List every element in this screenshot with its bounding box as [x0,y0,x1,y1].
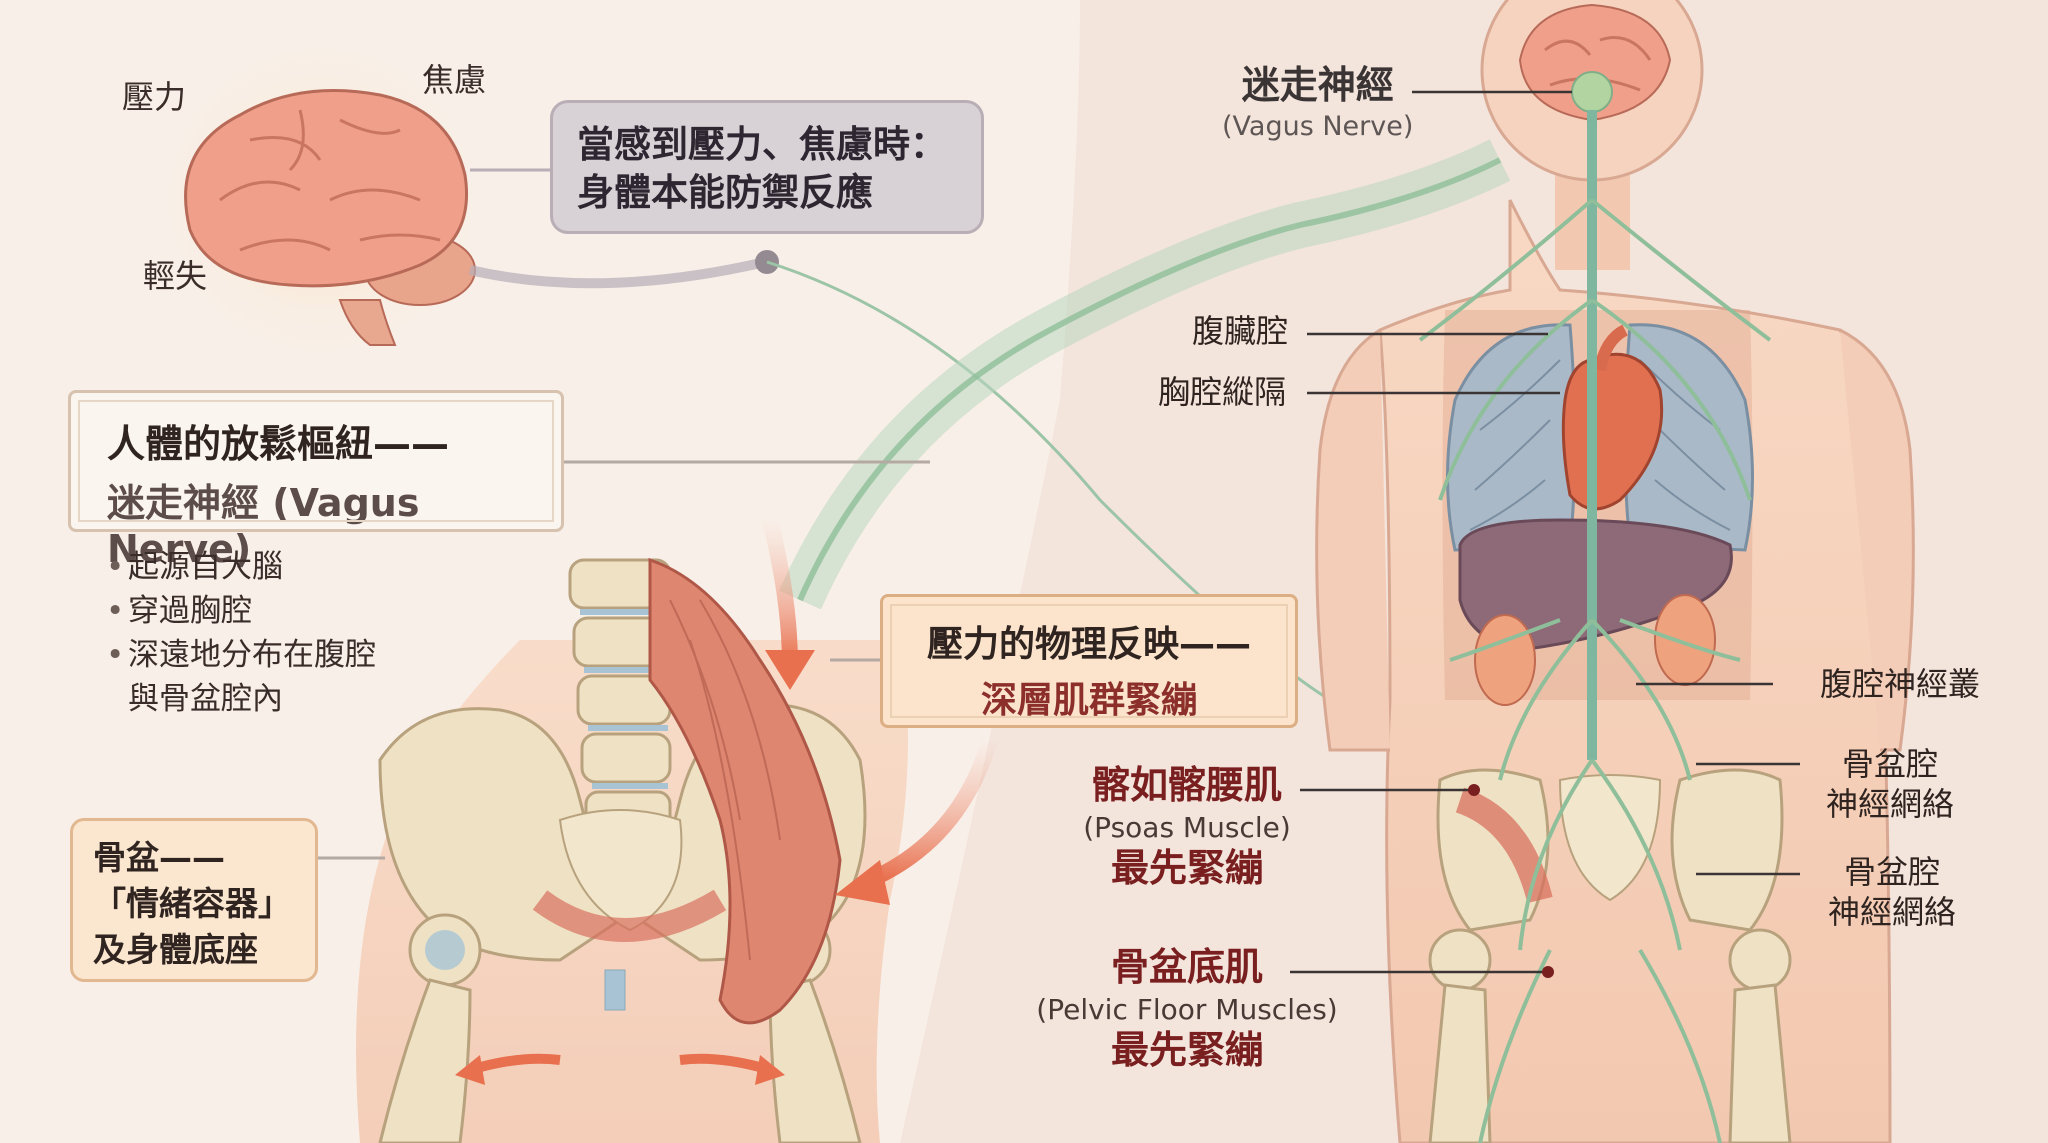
pelvic-plexus-1-line1: 骨盆腔 [1842,745,1939,783]
pelvic-plexus-1-line2: 神經網絡 [1826,785,1955,823]
brain-icon [184,89,476,346]
stress-word-anxiety: 焦慮 [422,61,487,99]
vagus-bullet: 深遠地分布在腹腔 [106,633,376,677]
psoas-dot [1468,784,1480,796]
nerve-from-brain [468,257,767,289]
physical-reflection-box: 壓力的物理反映—— 深層肌群緊繃 [880,594,1298,728]
spine-icon [568,558,672,834]
mediastinum-label: 胸腔縱隔 [1158,373,1287,411]
pelvic-floor-name: 骨盆底肌 [1110,945,1263,989]
abdominal-cavity-label: 腹臟腔 [1192,312,1289,350]
stress-response-line2: 身體本能防禦反應 [577,171,873,215]
stress-response-line1: 當感到壓力、焦慮時： [577,123,947,166]
psoas-label: 髂如髂腰肌 (Psoas Muscle) 最先緊繃 [1052,762,1322,892]
vagus-nerve-label: 迷走神經 (Vagus Nerve) [1222,62,1413,143]
pelvis-line1: 骨盆—— [93,838,225,877]
stress-word-imbalance: 輕失 [143,257,208,295]
vagus-bullet: 穿過胸腔 [106,589,376,633]
pelvic-plexus-label-1: 骨盆腔 神經網絡 [1826,744,1954,824]
vagus-nerve-title: 迷走神經 [1241,63,1394,107]
vagus-hub-box: 人體的放鬆樞紐—— 迷走神經 (Vagus Nerve) [68,390,564,571]
stress-response-box: 當感到壓力、焦慮時： 身體本能防禦反應 [550,100,984,234]
vagus-nerve-tree [1418,71,1772,1143]
physical-reflection-title: 壓力的物理反映—— [926,624,1251,665]
vagus-bullet-list: 起源自大腦 穿過胸腔 深遠地分布在腹腔 與骨盆腔內 [106,545,376,721]
pelvic-floor-state: 最先緊繃 [1110,1027,1263,1072]
arrow-down [762,518,798,666]
psoas-muscle-icon [648,557,842,1025]
pelvis-container-box: 骨盆—— 「情緒容器」 及身體底座 [70,818,318,982]
pelvic-plexus-label-2: 骨盆腔 神經網絡 [1828,852,1956,932]
vagus-bullet: 起源自大腦 [106,545,376,589]
pelvic-floor-dot [1542,966,1554,978]
arrow-diag-head [835,860,890,905]
pelvic-floor-label: 骨盆底肌 (Pelvic Floor Muscles) 最先緊繃 [1034,944,1340,1074]
psoas-sub: (Psoas Muscle) [1083,810,1291,844]
pelvic-floor-sub: (Pelvic Floor Muscles) [1036,992,1338,1026]
vagus-hub-title: 人體的放鬆樞紐—— [107,422,450,466]
pelvic-plexus-2-line2: 神經網絡 [1828,893,1957,931]
psoas-state: 最先緊繃 [1110,845,1263,890]
physical-reflection-subtitle: 深層肌群緊繃 [980,680,1197,721]
right-pelvis-icon [1428,768,1792,1143]
arrow-diag [866,737,998,888]
psoas-name: 髂如髂腰肌 [1091,763,1282,807]
pelvic-plexus-2-line1: 骨盆腔 [1844,853,1941,891]
vagus-nerve-subtitle: (Vagus Nerve) [1222,110,1414,142]
celiac-plexus-label: 腹腔神經叢 [1820,665,1981,703]
vagus-bullet-continued: 與骨盆腔內 [128,681,283,718]
arrow-left-head [455,1055,485,1085]
pelvis-line3: 及身體底座 [93,930,258,970]
stress-word-pressure: 壓力 [122,78,187,116]
arrow-right-head [755,1055,785,1085]
arrow-down-head [765,650,815,690]
kidney-icon [1474,594,1716,706]
pelvis-line2: 「情緒容器」 [93,884,291,924]
